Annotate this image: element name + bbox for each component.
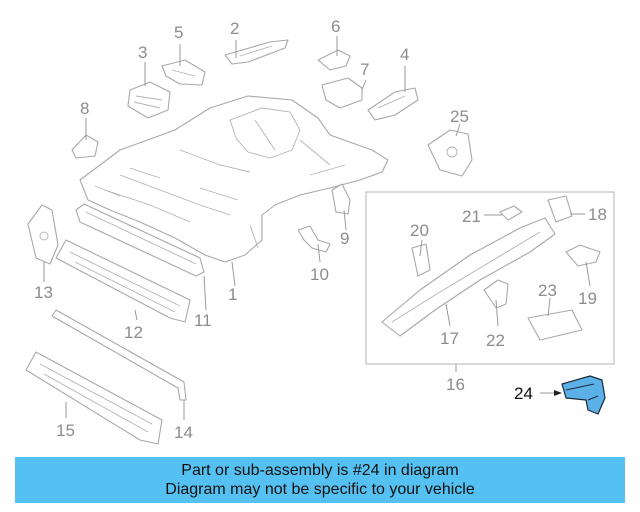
callout-2: 2 bbox=[230, 19, 239, 38]
part-2[interactable] bbox=[224, 39, 289, 65]
callout-4: 4 bbox=[400, 45, 409, 64]
part-24-highlighted[interactable] bbox=[561, 375, 606, 415]
callout-8: 8 bbox=[80, 99, 89, 118]
part-12[interactable] bbox=[55, 239, 191, 323]
callout-10: 10 bbox=[310, 265, 329, 284]
callout-17: 17 bbox=[440, 329, 459, 348]
part-6[interactable] bbox=[317, 49, 351, 71]
banner-line-1: Part or sub-assembly is #24 in diagram bbox=[181, 462, 459, 479]
callout-6: 6 bbox=[331, 17, 340, 36]
callout-5: 5 bbox=[174, 23, 183, 42]
part-17[interactable] bbox=[381, 217, 556, 337]
part-19[interactable] bbox=[565, 244, 601, 267]
callout-14: 14 bbox=[174, 423, 193, 442]
callout-labels: 1 2 3 4 5 6 7 8 9 10 11 12 13 14 15 16 1… bbox=[34, 17, 607, 442]
callout-24: 24 bbox=[514, 384, 533, 403]
part-10[interactable] bbox=[297, 225, 331, 253]
callout-9: 9 bbox=[340, 229, 349, 248]
callout-18: 18 bbox=[588, 205, 607, 224]
callout-15: 15 bbox=[56, 421, 75, 440]
callout-23: 23 bbox=[538, 281, 557, 300]
callout-12: 12 bbox=[124, 323, 143, 342]
part-25[interactable] bbox=[427, 129, 473, 177]
callout-20: 20 bbox=[410, 221, 429, 240]
part-4[interactable] bbox=[367, 87, 419, 121]
leader-lines bbox=[43, 36, 591, 420]
part-9[interactable] bbox=[331, 183, 351, 215]
callout-16: 16 bbox=[446, 375, 465, 394]
subassembly-16-frame bbox=[365, 191, 615, 365]
part-3[interactable] bbox=[127, 81, 171, 119]
callout-25: 25 bbox=[450, 107, 469, 126]
part-18[interactable] bbox=[547, 195, 573, 223]
callout-22: 22 bbox=[486, 331, 505, 350]
part-14[interactable] bbox=[51, 309, 187, 401]
part-23[interactable] bbox=[527, 309, 583, 341]
part-21[interactable] bbox=[499, 205, 523, 221]
callout-13: 13 bbox=[34, 283, 53, 302]
callout-21: 21 bbox=[462, 207, 481, 226]
banner-line-2: Diagram may not be specific to your vehi… bbox=[165, 481, 475, 498]
callout-1: 1 bbox=[228, 285, 237, 304]
callout-11: 11 bbox=[194, 311, 212, 330]
part-15[interactable] bbox=[25, 351, 163, 445]
callout-7: 7 bbox=[360, 60, 369, 79]
info-banner: Part or sub-assembly is #24 in diagram D… bbox=[15, 457, 625, 503]
part-8[interactable] bbox=[71, 134, 99, 159]
callout-19: 19 bbox=[578, 289, 597, 308]
part-7[interactable] bbox=[321, 77, 363, 109]
part-13[interactable] bbox=[27, 204, 59, 265]
callout-3: 3 bbox=[138, 43, 147, 62]
part-5[interactable] bbox=[161, 59, 206, 86]
part-1-floor-pan[interactable] bbox=[79, 95, 389, 263]
part-22[interactable] bbox=[483, 279, 509, 309]
part-11[interactable] bbox=[75, 203, 205, 277]
